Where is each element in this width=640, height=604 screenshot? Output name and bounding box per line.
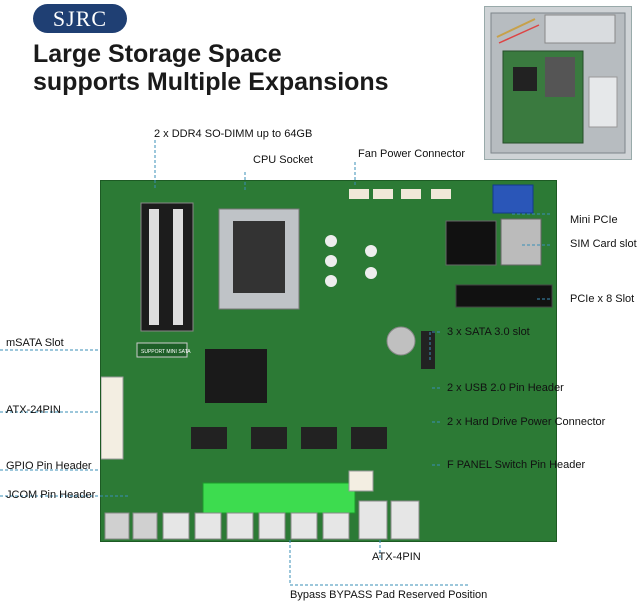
motherboard: SUPPORT MINI SATA	[100, 180, 557, 542]
label-cpu-socket: CPU Socket	[253, 154, 313, 166]
label-fan-power: Fan Power Connector	[358, 148, 465, 160]
label-fpanel: F PANEL Switch Pin Header	[447, 459, 586, 471]
label-pcie-x8: PCIe x 8 Slot	[570, 293, 635, 305]
chassis-illustration	[490, 12, 626, 154]
headline: Large Storage Space supports Multiple Ex…	[33, 40, 389, 96]
headline-line-1: Large Storage Space	[33, 40, 282, 68]
label-mini-pcie: Mini PCIe	[570, 214, 618, 226]
label-sim-slot: SIM Card slot	[570, 238, 637, 250]
label-msata: mSATA Slot	[6, 337, 64, 349]
label-jcom: JCOM Pin Header	[6, 489, 96, 501]
label-atx4: ATX-4PIN	[372, 551, 421, 563]
brand-logo: SJRC	[33, 4, 127, 33]
headline-line-2: supports Multiple Expansions	[33, 68, 389, 96]
label-usb2: 2 x USB 2.0 Pin Header	[447, 382, 564, 394]
label-ddr4: 2 x DDR4 SO-DIMM up to 64GB	[154, 128, 313, 140]
chassis-thumbnail	[484, 6, 632, 160]
label-hdd-power: 2 x Hard Drive Power Connector	[447, 416, 606, 428]
msata-silkscreen: SUPPORT MINI SATA	[141, 349, 191, 355]
label-bypass: Bypass BYPASS Pad Reserved Position	[290, 589, 488, 601]
motherboard-drawing: SUPPORT MINI SATA	[100, 184, 553, 540]
label-gpio: GPIO Pin Header	[6, 460, 92, 472]
label-atx24: ATX-24PIN	[6, 404, 61, 416]
label-sata: 3 x SATA 3.0 slot	[447, 326, 530, 338]
